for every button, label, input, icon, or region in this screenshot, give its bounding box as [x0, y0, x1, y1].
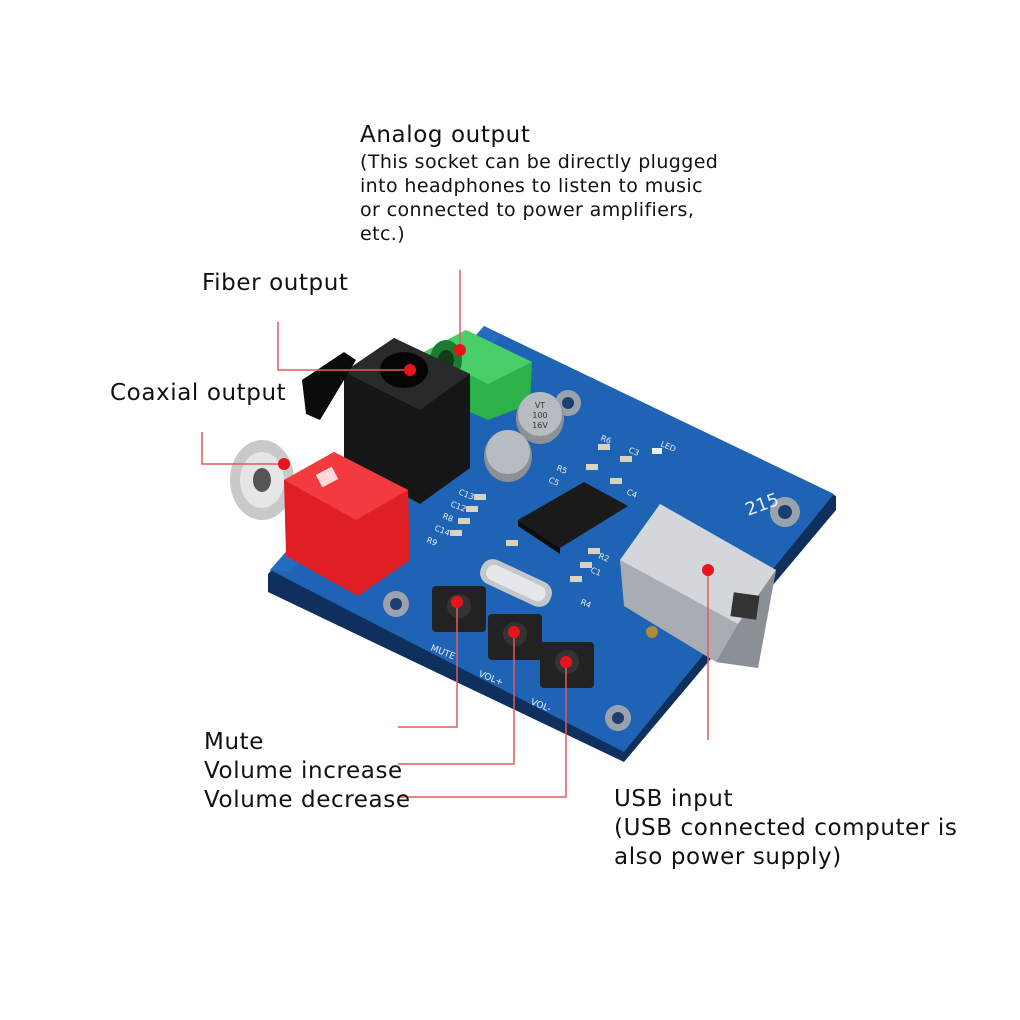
marker-fiber	[404, 364, 416, 376]
leader-lines	[201, 270, 709, 798]
fiber-output-label: Fiber output	[202, 270, 349, 296]
marker-vol-up	[508, 626, 520, 638]
cap-marking-line2: 100	[532, 411, 547, 420]
rca-coaxial	[230, 440, 410, 596]
volume-increase-label: Volume increase	[204, 758, 403, 784]
marker-coaxial	[278, 458, 290, 470]
volume-decrease-label: Volume decrease	[204, 787, 411, 813]
usb-desc-line: also power supply)	[614, 844, 842, 870]
leader-vol-up	[398, 632, 515, 765]
analog-desc-line: into headphones to listen to music	[360, 175, 703, 197]
silk-ref-r8: R8	[441, 512, 454, 524]
ic-chip	[518, 482, 628, 554]
analog-output-description: (This socket can be directly plugged int…	[360, 150, 718, 246]
usb-desc-line: (USB connected computer is	[614, 815, 958, 841]
coaxial-output-label: Coaxial output	[110, 380, 287, 406]
callout-markers	[278, 344, 714, 668]
silk-ref-r4: R4	[579, 598, 592, 610]
marker-usb	[702, 564, 714, 576]
usb-port	[620, 504, 776, 668]
silk-ref-c1: C1	[589, 566, 602, 578]
silk-ref-c3: C3	[627, 446, 640, 458]
marker-analog	[454, 344, 466, 356]
marker-mute	[451, 596, 463, 608]
button-labels: Mute Volume increase Volume decrease	[204, 728, 411, 815]
silk-ref-c4: C4	[625, 488, 638, 500]
analog-output-title: Analog output	[360, 122, 531, 148]
leader-vol-down	[398, 662, 567, 798]
marker-vol-down	[560, 656, 572, 668]
cap-marking-line3: 16V	[532, 421, 548, 430]
analog-desc-line: or connected to power amplifiers,	[360, 199, 695, 221]
analog-desc-line: etc.)	[360, 223, 406, 245]
crystal	[480, 559, 552, 607]
analog-desc-line: (This socket can be directly plugged	[360, 151, 719, 173]
leader-fiber	[277, 322, 410, 371]
capacitors	[484, 392, 564, 482]
mute-label: Mute	[204, 729, 264, 755]
silk-ref-r9: R9	[425, 536, 438, 548]
usb-input-description: (USB connected computer is also power su…	[614, 814, 957, 872]
cap-marking-line1: VT	[535, 401, 545, 410]
silk-ref-r5: R5	[555, 464, 568, 476]
usb-input-title: USB input	[614, 786, 734, 812]
smd-components	[450, 444, 662, 582]
silk-ref-r6: R6	[599, 434, 612, 446]
leader-mute	[398, 602, 458, 728]
leader-coaxial	[201, 432, 282, 465]
silk-ref-c5: C5	[547, 476, 560, 488]
silk-ref-r2: R2	[597, 552, 610, 564]
